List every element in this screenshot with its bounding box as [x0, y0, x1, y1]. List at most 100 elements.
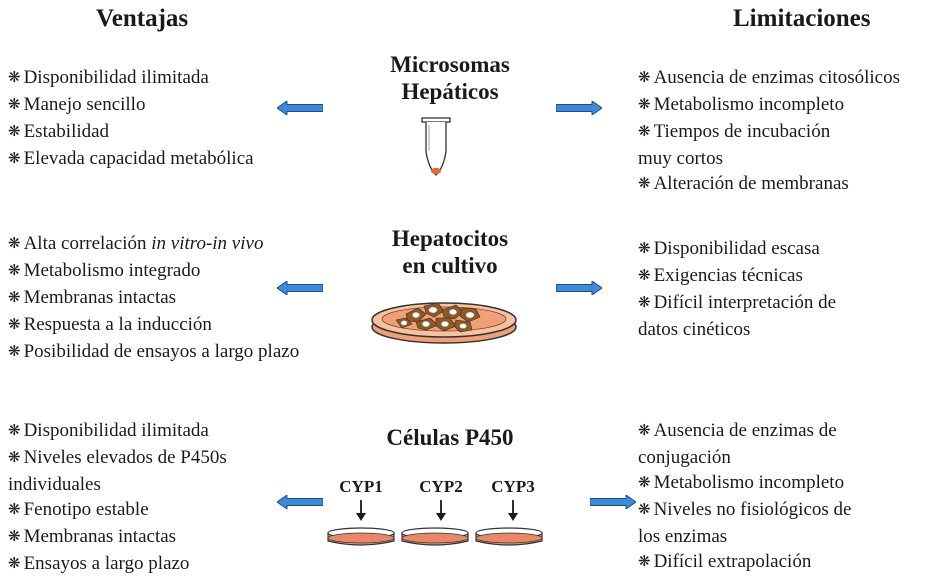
bullet-icon: ❋	[638, 554, 651, 570]
list-item-continuation: los enzimas	[638, 526, 728, 547]
list-item: ❋Elevada capacidad metabólica	[8, 146, 254, 173]
list-item-text: Difícil extrapolación	[653, 551, 812, 572]
list-item-text: Niveles elevados de P450s	[23, 447, 227, 468]
list-item-text: Membranas intactas	[23, 526, 177, 547]
list-item-text: Alta correlación	[23, 233, 152, 254]
list-item-text: Disponibilidad ilimitada	[23, 67, 209, 88]
list-item-text: Metabolismo incompleto	[653, 94, 845, 115]
bullet-icon: ❋	[638, 176, 651, 192]
bullet-icon: ❋	[8, 290, 21, 306]
bullet-icon: ❋	[8, 317, 21, 333]
bullet-icon: ❋	[8, 97, 21, 113]
list-item-text: Membranas intactas	[23, 287, 177, 308]
list-item-text: Ensayos a largo plazo	[23, 553, 190, 574]
list-item-text: Manejo sencillo	[23, 94, 146, 115]
list-item: ❋Posibilidad de ensayos a largo plazo	[8, 339, 299, 366]
list-item-text: Tiempos de incubación	[653, 121, 831, 142]
microsomes-title-line2: Hepáticos	[401, 79, 499, 104]
list-item-text: Estabilidad	[23, 121, 110, 142]
bullet-icon: ❋	[638, 475, 651, 491]
list-item-text: Disponibilidad ilimitada	[23, 420, 209, 441]
left-arrow-icon	[277, 495, 323, 509]
list-item-text: Alteración de membranas	[653, 173, 849, 194]
hepatocytes-limitations-list: ❋Disponibilidad escasa ❋Exigencias técni…	[638, 236, 836, 342]
list-item-text: Niveles no fisiológicos de	[653, 499, 852, 520]
p450-limitations-list: ❋Ausencia de enzimas de conjugación ❋Met…	[638, 418, 851, 576]
down-arrow-icon	[356, 500, 366, 521]
bullet-icon: ❋	[638, 70, 651, 86]
list-item: ❋Tiempos de incubación	[638, 119, 900, 146]
left-arrow-icon	[277, 101, 323, 115]
list-item-text: Respuesta a la inducción	[23, 314, 212, 335]
list-item: ❋Disponibilidad escasa	[638, 236, 836, 263]
list-item: ❋Metabolismo integrado	[8, 258, 299, 285]
microsomes-limitations-list: ❋Ausencia de enzimas citosólicos ❋Metabo…	[638, 65, 900, 198]
list-item: ❋Ensayos a largo plazo	[8, 551, 227, 578]
list-item-italic-text: in vitro-in vivo	[151, 233, 264, 254]
bullet-icon: ❋	[638, 241, 651, 257]
list-item-text: Fenotipo estable	[23, 499, 149, 520]
list-item-text: Difícil interpretación de	[653, 292, 837, 313]
bullet-icon: ❋	[8, 151, 21, 167]
bullet-icon: ❋	[8, 529, 21, 545]
list-item: ❋Alteración de membranas	[638, 171, 900, 198]
list-item: ❋Estabilidad	[8, 119, 254, 146]
list-item-text: Elevada capacidad metabólica	[23, 148, 254, 169]
bullet-icon: ❋	[8, 124, 21, 140]
bullet-icon: ❋	[638, 268, 651, 284]
list-item-text: Exigencias técnicas	[653, 265, 803, 286]
hepatocytes-title-line2: en cultivo	[402, 253, 498, 278]
list-item: ❋Exigencias técnicas	[638, 263, 836, 290]
p450-advantages-list: ❋Disponibilidad ilimitada ❋Niveles eleva…	[8, 418, 227, 578]
list-item: ❋Niveles elevados de P450s	[8, 445, 227, 472]
bullet-icon: ❋	[638, 295, 651, 311]
down-arrow-icon	[436, 500, 446, 521]
list-item: ❋Difícil interpretación de	[638, 290, 836, 317]
list-item-continuation: individuales	[8, 474, 101, 495]
cyp1-label: CYP1	[339, 477, 383, 496]
microsomes-title: Microsomas Hepáticos	[350, 51, 550, 105]
bullet-icon: ❋	[8, 344, 21, 360]
culture-dish-icon	[327, 527, 395, 546]
culture-dish-icon	[475, 527, 543, 546]
list-item-continuation: muy cortos	[638, 148, 723, 169]
right-arrow-icon	[556, 101, 602, 115]
bullet-icon: ❋	[8, 556, 21, 572]
bullet-icon: ❋	[8, 263, 21, 279]
hepatocytes-title-line1: Hepatocitos	[391, 226, 509, 251]
hepatocytes-advantages-list: ❋Alta correlación in vitro-in vivo ❋Meta…	[8, 231, 299, 366]
list-item: ❋Membranas intactas	[8, 285, 299, 312]
microtube-icon	[421, 117, 451, 176]
list-item: ❋Disponibilidad ilimitada	[8, 65, 254, 92]
list-item: ❋Difícil extrapolación	[638, 549, 851, 576]
cyp3-label: CYP3	[491, 477, 535, 496]
cyp2-label: CYP2	[419, 477, 463, 496]
list-item-text: Ausencia de enzimas de	[653, 420, 837, 441]
list-item-text: Posibilidad de ensayos a largo plazo	[23, 341, 300, 362]
list-item: ❋Niveles no fisiológicos de	[638, 497, 851, 524]
list-item: ❋Respuesta a la inducción	[8, 312, 299, 339]
p450-cells-title: Células P450	[386, 425, 514, 450]
list-item: ❋Fenotipo estable	[8, 497, 227, 524]
list-item-continuation: datos cinéticos	[638, 319, 751, 340]
bullet-icon: ❋	[638, 423, 651, 439]
culture-dish-icon	[401, 527, 469, 546]
list-item: ❋Alta correlación in vitro-in vivo	[8, 231, 299, 258]
list-item: ❋Disponibilidad ilimitada	[8, 418, 227, 445]
hepatocytes-title: Hepatocitos en cultivo	[350, 225, 550, 279]
list-item-text: Metabolismo incompleto	[653, 472, 845, 493]
limitations-header: Limitaciones	[733, 5, 871, 32]
bullet-icon: ❋	[8, 70, 21, 86]
petri-dish-icon	[371, 302, 517, 344]
bullet-icon: ❋	[8, 450, 21, 466]
list-item: ❋Ausencia de enzimas de	[638, 418, 851, 445]
bullet-icon: ❋	[8, 423, 21, 439]
right-arrow-icon	[556, 281, 602, 295]
microsomes-title-line1: Microsomas	[390, 52, 510, 77]
list-item-text: Disponibilidad escasa	[653, 238, 820, 259]
list-item-text: Metabolismo integrado	[23, 260, 201, 281]
list-item-continuation: conjugación	[638, 447, 731, 468]
list-item: ❋Membranas intactas	[8, 524, 227, 551]
list-item-text: Ausencia de enzimas citosólicos	[653, 67, 900, 88]
list-item: ❋Ausencia de enzimas citosólicos	[638, 65, 900, 92]
